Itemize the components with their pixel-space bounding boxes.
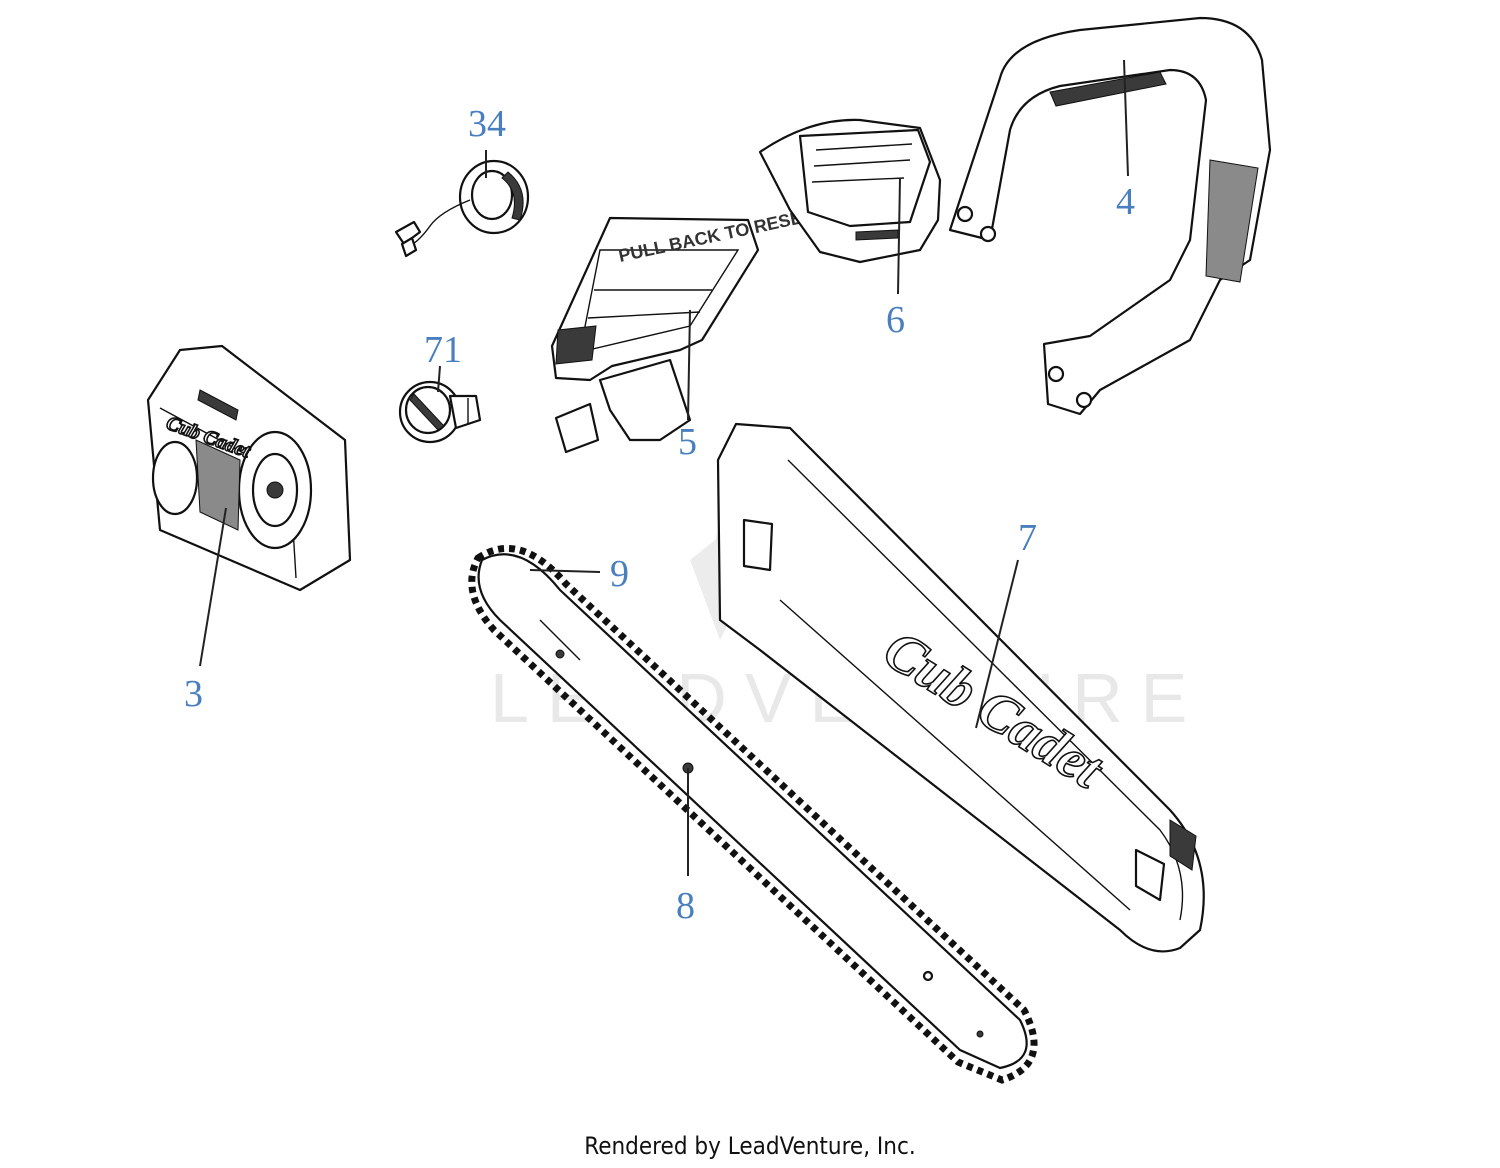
part-9-saw-chain[interactable] bbox=[468, 544, 1038, 1084]
leader-lines bbox=[199, 59, 1129, 876]
callout-8[interactable]: 8 bbox=[676, 885, 695, 927]
part-34-oil-cap[interactable] bbox=[394, 159, 530, 258]
leader-3 bbox=[199, 507, 227, 667]
leader-9 bbox=[529, 569, 601, 573]
callout-5[interactable]: 5 bbox=[678, 421, 697, 463]
part-5-hand-guard[interactable]: PULL BACK TO RESET bbox=[550, 205, 815, 454]
callout-34[interactable]: 34 bbox=[468, 103, 506, 145]
part-3-side-cover[interactable]: Cub Cadet bbox=[146, 344, 352, 592]
leader-7 bbox=[975, 559, 1019, 729]
footer-credit: Rendered by LeadVenture, Inc. bbox=[584, 1132, 916, 1160]
callout-3[interactable]: 3 bbox=[184, 673, 203, 715]
part-8-guide-bar[interactable] bbox=[477, 553, 1028, 1070]
part-6-rear-housing[interactable] bbox=[758, 118, 942, 264]
leader-4 bbox=[1123, 59, 1129, 177]
part-4-front-handle[interactable] bbox=[948, 16, 1272, 416]
callout-6[interactable]: 6 bbox=[886, 299, 905, 341]
leader-71 bbox=[437, 365, 441, 393]
leader-5 bbox=[687, 309, 691, 421]
callout-4[interactable]: 4 bbox=[1116, 181, 1135, 223]
callout-7[interactable]: 7 bbox=[1018, 517, 1037, 559]
callout-71[interactable]: 71 bbox=[424, 329, 462, 371]
callouts: 34 71 3 5 6 4 7 9 8 bbox=[184, 103, 1135, 927]
callout-9[interactable]: 9 bbox=[610, 553, 629, 595]
leader-6 bbox=[897, 177, 901, 295]
part-71-knob[interactable] bbox=[398, 380, 482, 444]
